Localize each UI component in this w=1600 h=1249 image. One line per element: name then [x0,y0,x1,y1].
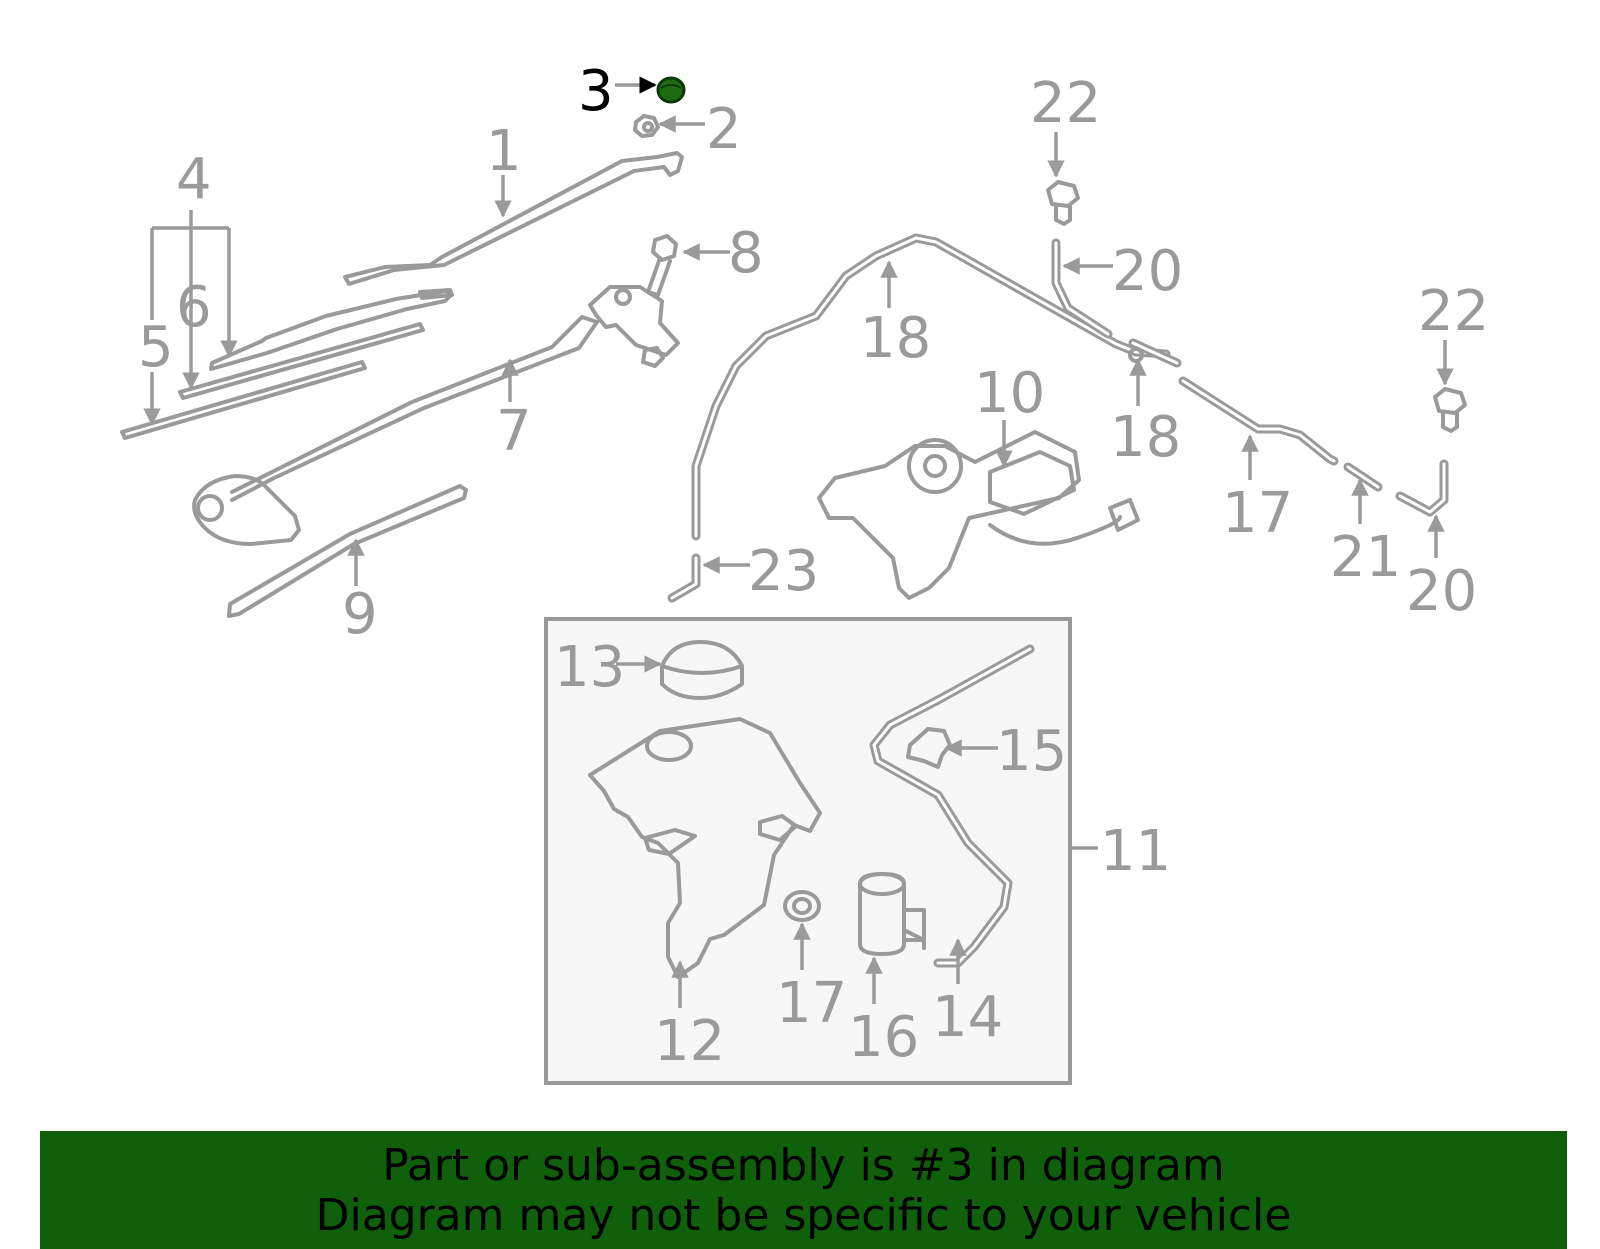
callout-15[interactable]: 15 [996,719,1067,784]
part-10-wiper-motor[interactable] [817,430,1140,600]
callout-8[interactable]: 8 [728,221,764,286]
part-17-grommet[interactable] [783,890,821,922]
part-15-hose-clip[interactable] [906,727,952,769]
callout-22-left[interactable]: 22 [1030,71,1101,136]
callout-22-right[interactable]: 22 [1418,279,1489,344]
part-18-washer-hose-right[interactable] [1178,376,1339,466]
callout-18-left[interactable]: 18 [860,306,931,371]
callout-20-upper[interactable]: 20 [1112,239,1183,304]
part-18-washer-hose[interactable] [691,233,1171,541]
callout-7[interactable]: 7 [496,399,532,464]
callout-10[interactable]: 10 [974,361,1045,426]
part-12-washer-reservoir[interactable] [588,717,822,979]
callout-14[interactable]: 14 [932,985,1003,1050]
callout-20-lower[interactable]: 20 [1406,559,1477,624]
part-16-washer-pump[interactable] [858,872,926,956]
callout-5[interactable]: 5 [138,315,174,380]
part-21-hose-joint[interactable] [1343,462,1383,492]
part-9-link-rod[interactable] [227,484,468,618]
parts-diagram: 3 2 1 4 8 6 5 7 9 18 22 20 22 10 18 17 2… [120,59,1489,1085]
part-20-hose-upper[interactable] [1051,238,1113,339]
callout-12[interactable]: 12 [654,1009,725,1074]
callout-6[interactable]: 6 [176,275,212,340]
banner-line-part: Part or sub-assembly is #3 in diagram [382,1140,1225,1191]
part-22-washer-nozzle-right[interactable] [1433,387,1467,433]
part-5-blade-refill[interactable] [120,360,367,440]
part-1-wiper-arm[interactable] [343,151,684,286]
callout-1[interactable]: 1 [486,119,522,184]
part-14-reservoir-hose[interactable] [869,644,1035,968]
callout-19[interactable]: 18 [1110,405,1181,470]
info-banner: Part or sub-assembly is #3 in diagram Di… [40,1131,1567,1249]
callout-17[interactable]: 17 [776,971,847,1036]
reservoir-assembly-box [544,617,1072,1085]
part-20-hose-lower[interactable] [1395,459,1449,517]
part-23-hose-elbow[interactable] [667,553,701,603]
callout-11[interactable]: 11 [1100,819,1171,884]
part-7-wiper-linkage[interactable] [192,285,680,546]
callout-23[interactable]: 23 [748,539,819,604]
callout-4[interactable]: 4 [176,147,212,212]
part-8-bolt[interactable] [646,234,678,297]
callout-16[interactable]: 16 [848,1005,919,1070]
callout-2[interactable]: 2 [706,97,742,162]
part-3-nut-cap[interactable] [656,76,686,104]
leader-lines [143,76,1454,1008]
part-6-wiper-blade[interactable] [209,288,454,371]
part-13-reservoir-cap[interactable] [660,640,744,700]
callout-3[interactable]: 3 [578,59,614,124]
part-2-nut[interactable] [633,114,660,138]
part-22-washer-nozzle-left[interactable] [1046,180,1080,226]
callout-21[interactable]: 21 [1330,525,1401,590]
callout-18-right[interactable]: 17 [1222,481,1293,546]
part-4-blade-insert[interactable] [178,322,425,400]
callout-labels: 3 2 1 4 8 6 5 7 9 18 22 20 22 10 18 17 2… [138,59,1489,1074]
callout-9[interactable]: 9 [342,582,378,647]
banner-line-disclaimer: Diagram may not be specific to your vehi… [315,1190,1292,1241]
callout-13[interactable]: 13 [554,635,625,700]
